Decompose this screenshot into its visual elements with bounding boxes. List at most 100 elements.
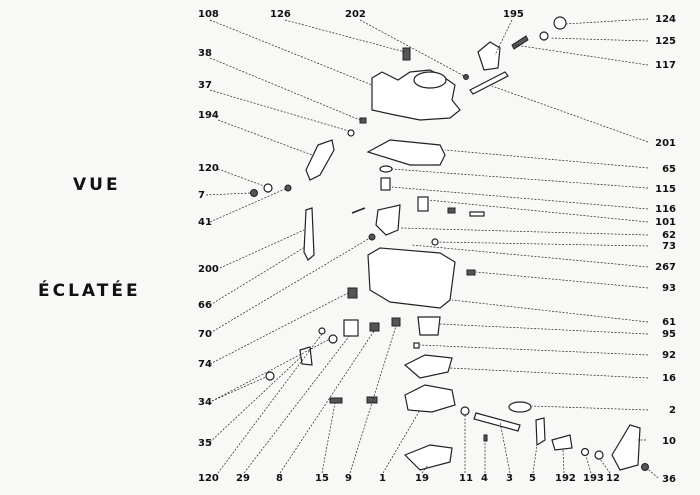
callout-label: 11	[459, 473, 473, 484]
leader-line	[209, 237, 371, 334]
part-74	[347, 287, 358, 299]
leader-line	[399, 227, 649, 236]
callout-label: 70	[198, 329, 212, 340]
part-ball-37	[347, 129, 355, 137]
leader-line	[321, 402, 336, 474]
callout-label: 61	[662, 317, 676, 328]
callout-label: 195	[503, 9, 524, 20]
callout-label: 37	[198, 80, 212, 91]
callout-label: 62	[662, 230, 676, 241]
callout-label: 115	[655, 184, 676, 195]
part-120b	[318, 327, 326, 335]
part-elbow-194	[305, 139, 335, 181]
part-gasket-65	[366, 139, 446, 166]
part-plate-195	[477, 41, 501, 71]
callout-label: 120	[198, 473, 219, 484]
leader-line	[449, 367, 649, 379]
callout-label: 108	[198, 9, 219, 20]
part-float-62	[375, 204, 401, 236]
part-12	[594, 450, 604, 460]
part-spring	[447, 207, 456, 214]
callout-label: 2	[669, 405, 676, 416]
part-101	[417, 196, 429, 212]
leader-line	[217, 119, 313, 156]
leader-line	[491, 85, 649, 143]
callout-label: 65	[662, 164, 676, 175]
callout-label: 202	[345, 9, 366, 20]
leader-line	[451, 299, 649, 323]
part-35	[299, 346, 313, 366]
part-spring-117	[511, 35, 529, 50]
leader-line	[391, 186, 649, 210]
callout-label: 93	[662, 283, 676, 294]
leader-line	[211, 376, 267, 402]
leader-line	[219, 229, 305, 269]
callout-label: 66	[198, 300, 212, 311]
callout-label: 19	[415, 473, 429, 484]
leader-line	[494, 19, 513, 56]
part-93	[466, 269, 476, 276]
callout-label: 92	[662, 350, 676, 361]
part-1	[404, 384, 456, 413]
part-rod-200	[303, 207, 315, 261]
callout-label: 35	[198, 438, 212, 449]
callout-label: 7	[198, 190, 205, 201]
leader-line	[205, 192, 251, 196]
heading-eclatee: ÉCLATÉE	[38, 279, 141, 301]
leader-line	[209, 292, 349, 365]
leader-line	[549, 37, 649, 42]
leader-line	[209, 246, 306, 306]
callout-label: 126	[270, 9, 291, 20]
leader-line	[421, 464, 429, 474]
callout-label: 125	[655, 36, 676, 47]
callout-label: 74	[198, 359, 212, 370]
leader-line	[217, 168, 265, 187]
leader-line	[564, 18, 649, 25]
part-193	[580, 447, 590, 457]
leader-line	[475, 271, 649, 289]
part-4	[483, 434, 488, 442]
callout-label: 193	[583, 473, 604, 484]
leader-line	[382, 409, 421, 474]
callout-label: 95	[662, 329, 676, 340]
part-screw-126	[402, 47, 411, 61]
leader-line	[209, 89, 350, 132]
leader-line	[444, 149, 649, 169]
leader-line	[562, 449, 565, 474]
part-15	[329, 397, 343, 404]
part-shaft-3	[473, 412, 521, 432]
leader-line	[209, 355, 303, 443]
part-116	[380, 177, 391, 191]
part-shaft-201	[469, 71, 509, 95]
callout-label: 29	[236, 473, 250, 484]
callout-label: 116	[655, 204, 676, 215]
part-115	[379, 165, 393, 173]
part-gasket-16	[403, 354, 453, 379]
leader-line	[514, 44, 649, 66]
part-73	[431, 238, 439, 246]
leader-line	[284, 19, 406, 53]
leader-line	[419, 344, 649, 356]
callout-label: 200	[198, 264, 219, 275]
callout-label: 101	[655, 217, 676, 228]
leader-line	[209, 19, 373, 86]
callout-label: 34	[198, 397, 212, 408]
part-34a	[328, 334, 338, 344]
callout-label: 194	[198, 110, 219, 121]
part-29	[343, 319, 359, 337]
part-7	[250, 189, 258, 197]
part-body-61	[367, 247, 456, 309]
leader-lines	[205, 18, 659, 479]
part-jet	[469, 211, 485, 217]
callout-label: 1	[379, 473, 386, 484]
leader-line	[359, 19, 467, 78]
callout-label: 12	[606, 473, 620, 484]
callout-label: 117	[655, 60, 676, 71]
leader-line	[211, 338, 331, 402]
callout-label: 120	[198, 163, 219, 174]
part-8	[369, 322, 380, 332]
callout-label: 4	[481, 473, 488, 484]
